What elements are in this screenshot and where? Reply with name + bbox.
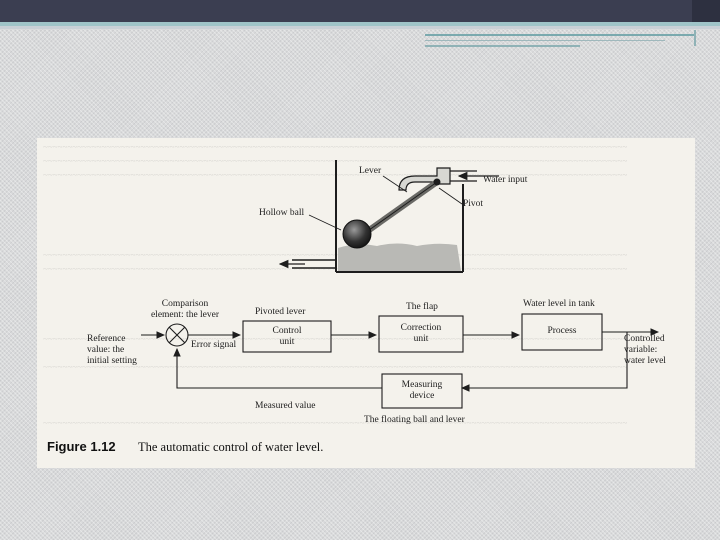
measuring-device-box bbox=[381, 373, 463, 409]
label-measured-value: Measured value bbox=[255, 401, 316, 411]
control-unit-box bbox=[242, 320, 332, 353]
label-reference-value: Reference value: the initial setting bbox=[87, 334, 137, 366]
label-error-signal: Error signal bbox=[191, 340, 237, 350]
scanned-figure: ~~~~~~~~~~~~~~~~~~~~~~~~~~~~~~~~~~~~~~~~… bbox=[37, 138, 695, 468]
decorative-line bbox=[425, 45, 580, 47]
correction-unit-text: Correction unit bbox=[400, 323, 442, 344]
tank-illustration bbox=[278, 160, 499, 273]
diagram-drawing bbox=[141, 160, 660, 409]
slide-header-bar bbox=[0, 0, 720, 22]
label-pivoted-lever: Pivoted lever bbox=[255, 307, 306, 317]
label-controlled-variable: Controlled variable: water level bbox=[624, 334, 666, 366]
correction-unit-box bbox=[378, 315, 464, 353]
label-the-flap: The flap bbox=[406, 302, 438, 312]
label-water-level-in-tank: Water level in tank bbox=[523, 299, 595, 309]
leader-pivot bbox=[438, 187, 463, 205]
label-comparison-element: Comparison element: the lever bbox=[150, 299, 220, 320]
measuring-device-text: Measuring device bbox=[401, 380, 443, 401]
inlet-supply bbox=[450, 170, 477, 182]
drain-pipe bbox=[292, 259, 336, 269]
bleed-through-text: ~~~~~~~~~~~~~~~~~~~~~~~~~~~~~~~~~~~~~~~~… bbox=[43, 362, 628, 372]
figure-caption: The automatic control of water level. bbox=[138, 440, 324, 454]
hollow-ball-float bbox=[342, 219, 372, 249]
feedback-down bbox=[460, 332, 628, 392]
decorative-line bbox=[425, 34, 695, 36]
water-surface bbox=[338, 243, 461, 271]
bleed-through-text: ~~~~~~~~~~~~~~~~~~~~~~~~~~~~~~~~~~~~~~~~… bbox=[43, 334, 628, 344]
control-unit-text: Control unit bbox=[272, 326, 302, 347]
decorative-line bbox=[425, 40, 665, 41]
decorative-line bbox=[694, 30, 696, 46]
bleed-through-text: ~~~~~~~~~~~~~~~~~~~~~~~~~~~~~~~~~~~~~~~~… bbox=[43, 418, 628, 428]
figure-number: Figure 1.12 bbox=[47, 439, 116, 454]
pivot-point bbox=[433, 178, 441, 186]
feedback-return bbox=[173, 347, 382, 389]
leader-lever bbox=[382, 175, 408, 193]
process-text: Process bbox=[547, 326, 577, 336]
bleed-through-text: ~~~~~~~~~~~~~~~~~~~~~~~~~~~~~~~~~~~~~~~~… bbox=[43, 142, 628, 152]
label-hollow-ball: Hollow ball bbox=[259, 208, 305, 218]
header-accent-band bbox=[0, 22, 720, 26]
header-shadow-band bbox=[0, 26, 720, 29]
slide-header-corner bbox=[692, 0, 720, 22]
label-lever: Lever bbox=[359, 166, 382, 176]
block-diagram bbox=[141, 313, 660, 409]
label-water-input: Water input bbox=[483, 175, 528, 185]
comparison-cross bbox=[168, 326, 186, 344]
label-pivot: Pivot bbox=[463, 199, 484, 209]
inlet-pipe bbox=[398, 167, 451, 191]
leader-ball bbox=[308, 214, 342, 231]
label-floating-ball-lever: The floating ball and lever bbox=[364, 415, 465, 425]
